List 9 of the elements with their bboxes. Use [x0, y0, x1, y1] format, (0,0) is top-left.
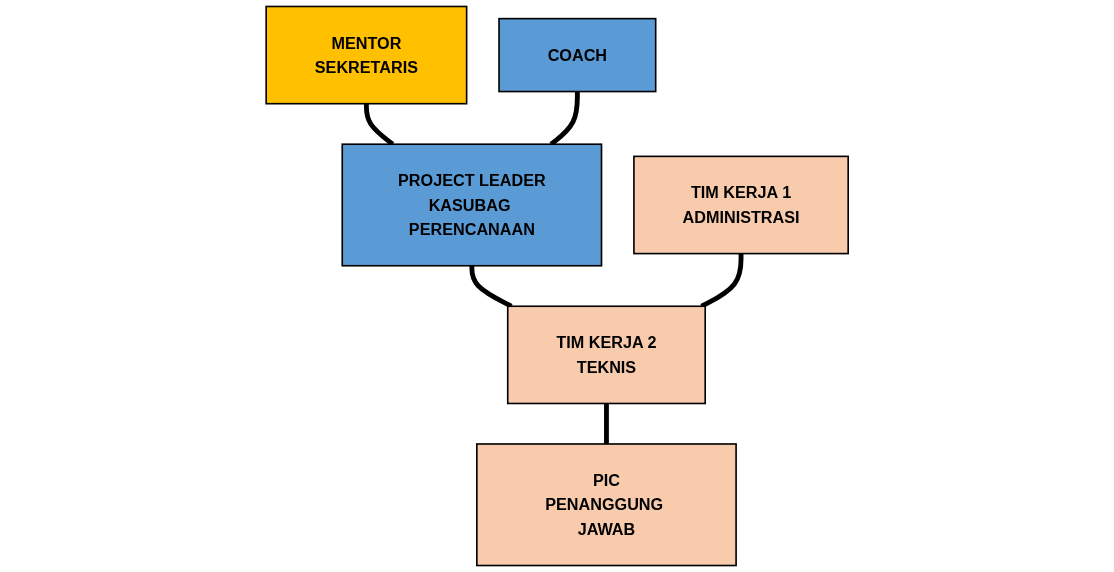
node-box: TIM KERJA 1 ADMINISTRASI: [632, 155, 849, 255]
connector: [700, 253, 744, 309]
node-box: PROJECT LEADER KASUBAG PERENCANAAN: [341, 143, 603, 267]
connector: [469, 265, 513, 309]
node-box: TIM KERJA 2 TEKNIS: [506, 305, 706, 405]
node-box: COACH: [498, 17, 657, 93]
node-box: PIC PENANGGUNG JAWAB: [475, 443, 737, 567]
node-box: MENTOR SEKRETARIS: [265, 5, 468, 105]
connector: [603, 403, 609, 444]
